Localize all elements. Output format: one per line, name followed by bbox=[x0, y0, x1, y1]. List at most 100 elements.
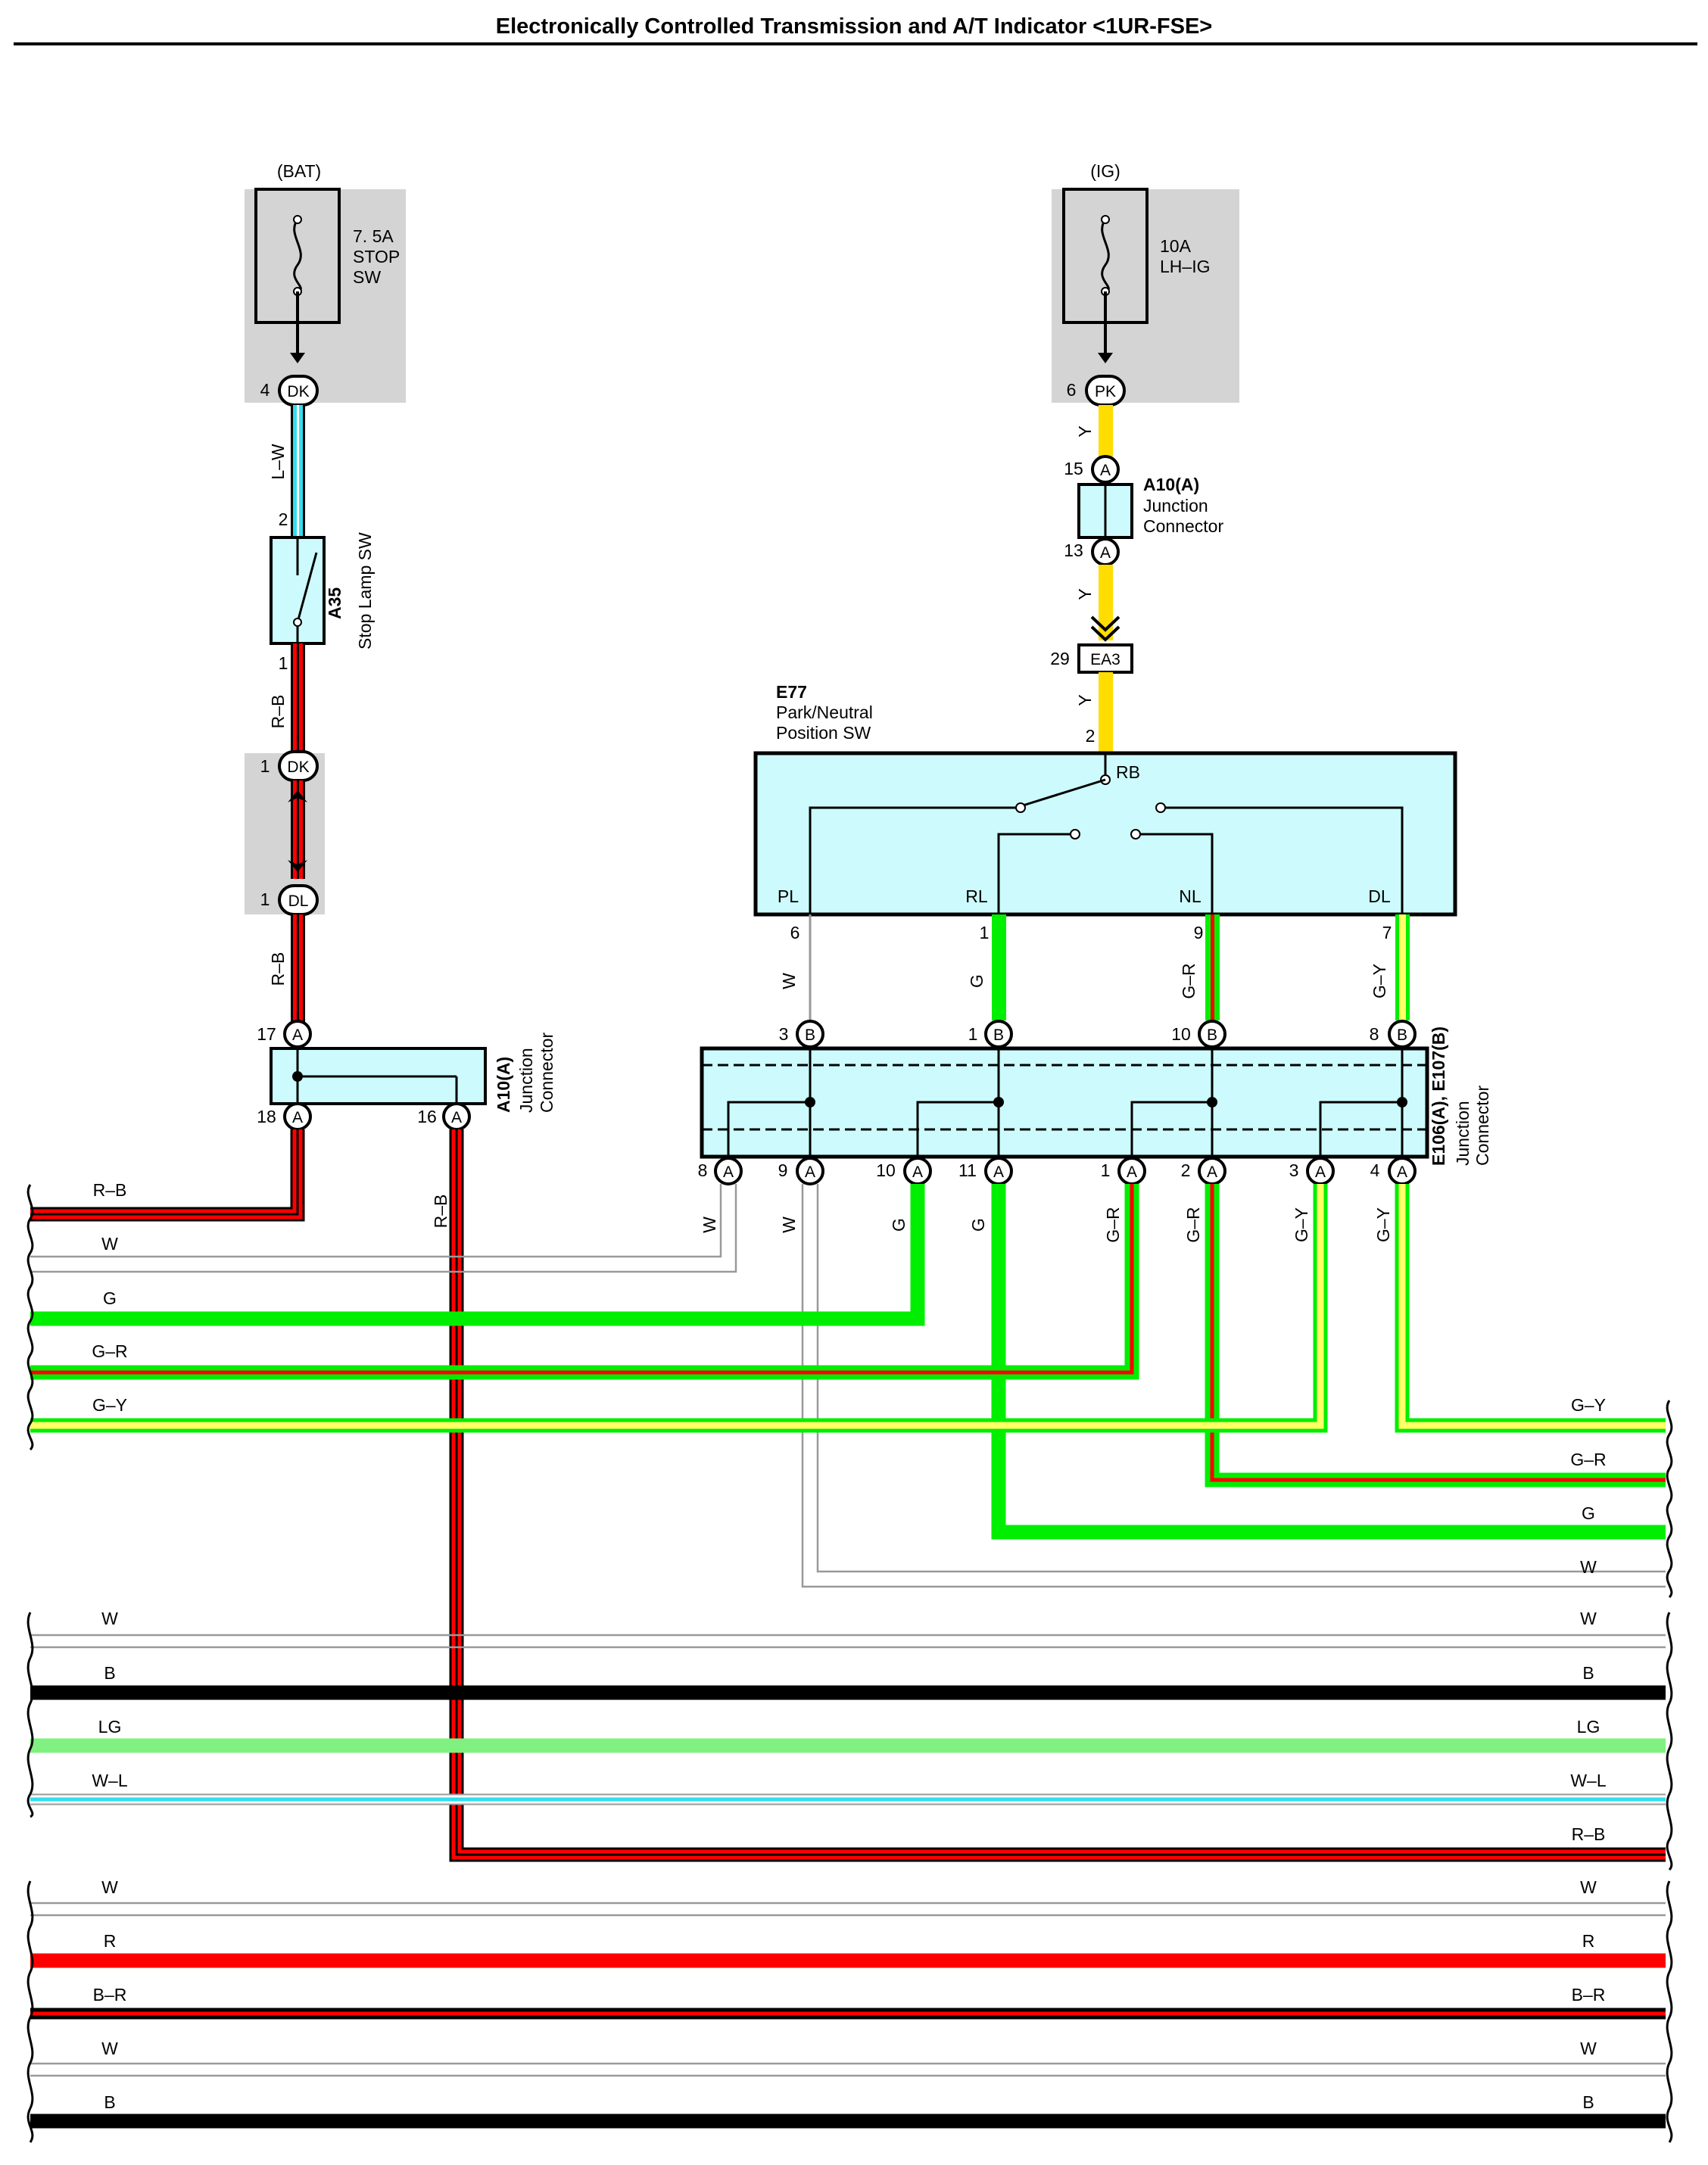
e106-bottom-term-label-6: A bbox=[1207, 1163, 1217, 1181]
fuse-terminal-icon bbox=[1101, 215, 1110, 224]
through-bus-right-4: W–L bbox=[1570, 1771, 1607, 1790]
right-bus-label-3: G bbox=[1582, 1503, 1595, 1523]
a10l-line1: Junction bbox=[516, 1048, 536, 1113]
left-bus-label-2: W bbox=[101, 1234, 118, 1254]
ig-pin-number: 6 bbox=[1067, 380, 1077, 400]
wire-g-a11-label: G bbox=[968, 1218, 988, 1232]
e106-bottom-term-label-3: A bbox=[912, 1163, 923, 1181]
through-bus-right-8: B–R bbox=[1572, 1985, 1606, 2005]
wire-break-icon bbox=[26, 1184, 34, 1451]
connector-arrow-icon bbox=[1090, 615, 1120, 632]
e77-pin-in: 2 bbox=[1086, 726, 1096, 746]
connector-arrow-down-icon bbox=[288, 860, 307, 872]
connector-arrow-icon bbox=[1090, 625, 1120, 642]
wire-gr-a1-label: G–R bbox=[1103, 1207, 1123, 1242]
a10l-term-br: A bbox=[451, 1109, 462, 1126]
e77-line1: Park/Neutral bbox=[776, 702, 873, 722]
through-bus: W W B B LG LG W–L W–L R–B W W R R B–R B–… bbox=[30, 1609, 1666, 2129]
left-bus-label-4: G–R bbox=[92, 1341, 127, 1361]
e77-pin-rl: 1 bbox=[980, 923, 990, 942]
a10l-pin-bl: 18 bbox=[257, 1107, 276, 1126]
bat-pin-number: 4 bbox=[260, 380, 270, 400]
through-bus-left-10: B bbox=[104, 2092, 115, 2112]
through-bus-left-6: W bbox=[101, 1877, 118, 1897]
e106-id: E106(A), E107(B) bbox=[1429, 1026, 1448, 1166]
selector-contact-icon bbox=[1020, 778, 1106, 808]
e106-bottom-term-label-5: A bbox=[1127, 1163, 1137, 1181]
e77-rb-label: RB bbox=[1116, 762, 1140, 782]
switch-contact-icon bbox=[296, 552, 318, 623]
fuse-lhig-rating: 10A bbox=[1160, 236, 1192, 256]
e106-bottom-pin-7: 3 bbox=[1289, 1160, 1299, 1180]
wire-break-icon bbox=[1666, 1880, 1673, 2143]
e106-line2: Connector bbox=[1473, 1086, 1492, 1166]
left-bus-label-1: R–B bbox=[93, 1180, 127, 1200]
a10t-pin-out: 13 bbox=[1064, 540, 1083, 560]
connector-pk-label: PK bbox=[1095, 383, 1116, 400]
e106-bottom-term-label-7: A bbox=[1315, 1163, 1326, 1181]
e77-term-dl: DL bbox=[1368, 886, 1391, 906]
wire-rb2-label: R–B bbox=[268, 952, 288, 986]
fuse-stop-name2: SW bbox=[353, 267, 381, 287]
left-bus-label-5: G–Y bbox=[92, 1395, 127, 1415]
through-bus-right-6: W bbox=[1580, 1877, 1597, 1897]
e106-bottom-pins: 8 A 9 A 10 A 11 A 1 A 2 A 3 A 4 A bbox=[698, 1157, 1417, 1185]
wire-lw-label: L–W bbox=[268, 444, 288, 480]
through-bus-right-10: B bbox=[1582, 2092, 1594, 2112]
inline-bottom-pin: 1 bbox=[260, 889, 270, 909]
wire-y2-label: Y bbox=[1075, 588, 1095, 600]
wire-gr-e77-label: G–R bbox=[1179, 963, 1198, 998]
connector-arrow-up-icon bbox=[288, 790, 307, 802]
e106-top-term-label-2: B bbox=[993, 1026, 1004, 1044]
e106-bottom-term-1 bbox=[714, 1157, 743, 1185]
wire-y1-label: Y bbox=[1075, 425, 1095, 437]
e106-bottom-pin-1: 8 bbox=[698, 1160, 708, 1180]
a10t-pin-in: 15 bbox=[1064, 459, 1083, 478]
through-bus-right-1: W bbox=[1580, 1609, 1597, 1628]
right-bus-label-1: G–Y bbox=[1571, 1395, 1606, 1415]
page-title: Electronically Controlled Transmission a… bbox=[496, 14, 1212, 39]
a10t-line2: Connector bbox=[1143, 516, 1223, 536]
e106-top-pin-4: 8 bbox=[1370, 1024, 1379, 1044]
e106-top-term-label-1: B bbox=[805, 1026, 815, 1044]
ea3-name: EA3 bbox=[1090, 651, 1120, 668]
connector-dk-label: DK bbox=[287, 383, 309, 400]
e106-top-pin-3: 10 bbox=[1171, 1024, 1191, 1044]
fuse-lhig-name: LH–IG bbox=[1160, 257, 1210, 276]
wire-gy-a4-label: G–Y bbox=[1373, 1207, 1393, 1242]
splice-dot-icon bbox=[292, 1071, 303, 1082]
through-bus-left-9: W bbox=[101, 2039, 118, 2058]
e77-pin-pl: 6 bbox=[790, 923, 800, 942]
wire-break-icon bbox=[1666, 1400, 1673, 1599]
fuse-block-bat bbox=[245, 189, 406, 403]
e77-pin-nl: 9 bbox=[1194, 923, 1204, 942]
inline-bottom-name: DL bbox=[288, 892, 309, 910]
wire-break-icon bbox=[26, 1612, 34, 1818]
through-bus-left-1: W bbox=[101, 1609, 118, 1628]
a10t-term-out: A bbox=[1100, 544, 1111, 562]
ea3-pin: 29 bbox=[1050, 649, 1070, 668]
e106-bottom-pin-2: 9 bbox=[778, 1160, 788, 1180]
stop-sw-id: A35 bbox=[325, 587, 344, 619]
e106-top-term-label-4: B bbox=[1397, 1026, 1407, 1044]
through-bus-right-5: R–B bbox=[1572, 1824, 1606, 1844]
e106-top-term-label-3: B bbox=[1207, 1026, 1217, 1044]
wire-y3-label: Y bbox=[1075, 694, 1095, 706]
e106-top-pin-1: 3 bbox=[779, 1024, 789, 1044]
e77-pin-dl: 7 bbox=[1382, 923, 1392, 942]
through-bus-left-2: B bbox=[104, 1663, 115, 1683]
inline-top-name: DK bbox=[287, 759, 309, 776]
stop-sw-pin-top: 2 bbox=[279, 509, 288, 529]
e77-term-rl: RL bbox=[965, 886, 988, 906]
through-bus-right-7: R bbox=[1582, 1931, 1595, 1951]
e77-line2: Position SW bbox=[776, 723, 871, 743]
through-bus-left-7: R bbox=[104, 1931, 117, 1951]
stop-sw-name: Stop Lamp SW bbox=[355, 532, 375, 650]
fuse-stop-name1: STOP bbox=[353, 247, 400, 266]
e106-bottom-term-2 bbox=[796, 1157, 824, 1185]
wire-w-a8-label: W bbox=[700, 1216, 719, 1233]
a10l-term-top: A bbox=[292, 1026, 303, 1044]
wire-rb1-label: R–B bbox=[268, 695, 288, 729]
